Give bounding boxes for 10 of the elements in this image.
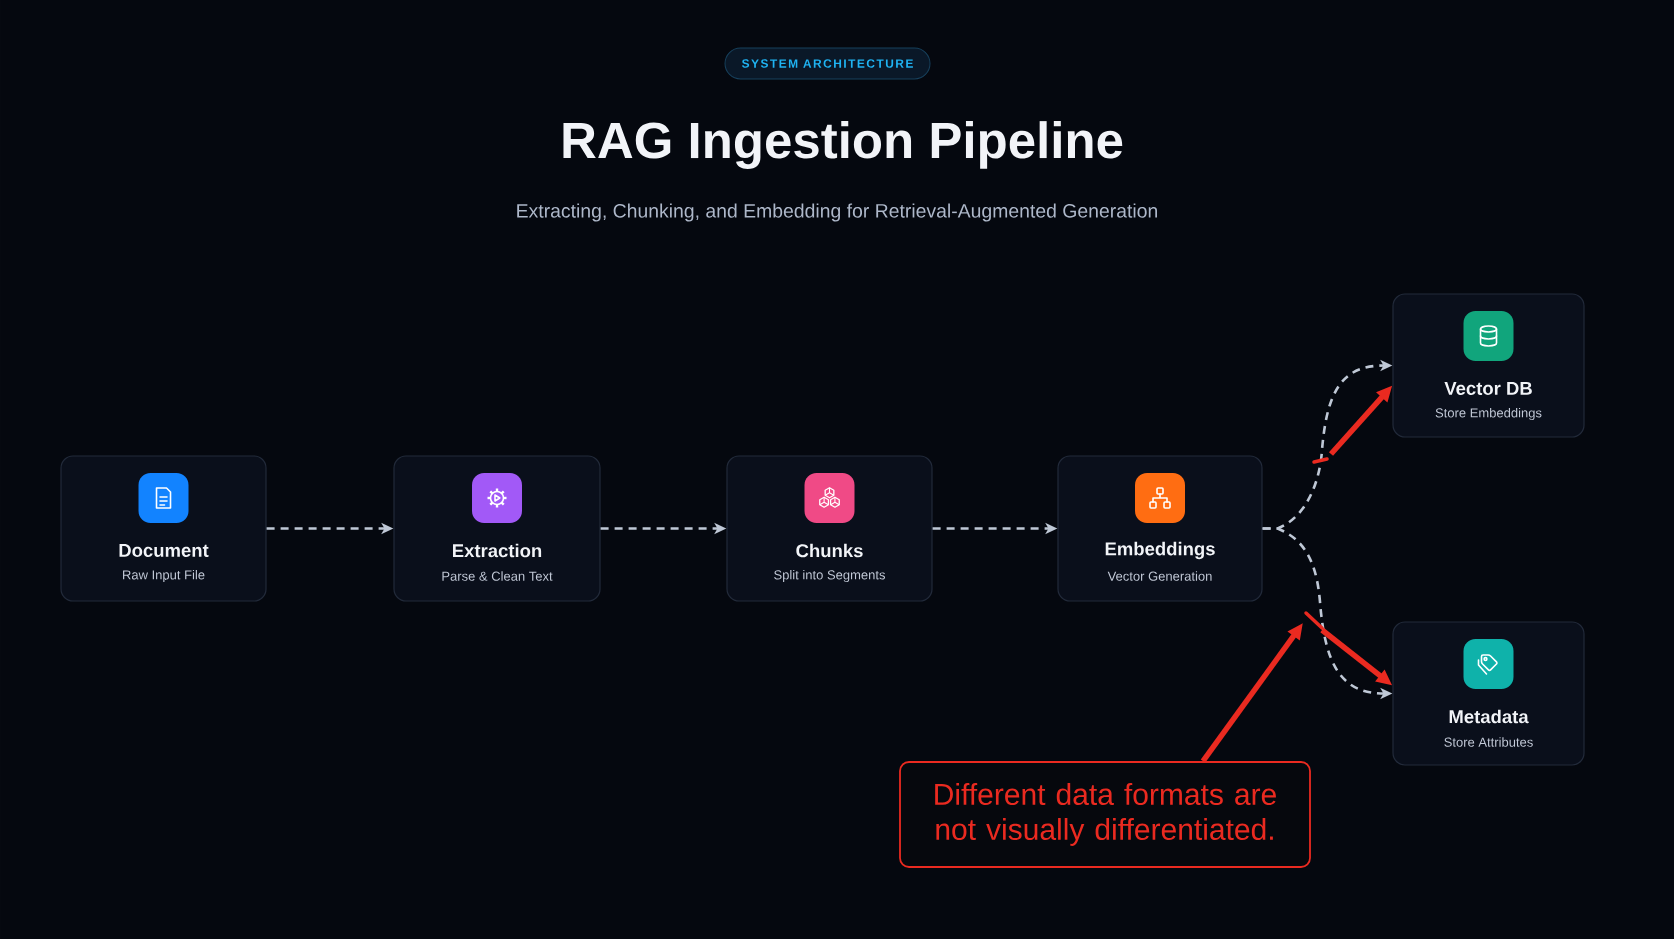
- process-card: Extraction Parse & Clean Text: [393, 455, 601, 602]
- process-card: Embeddings Vector Generation: [1057, 455, 1263, 602]
- callout-box: Different data formats are not visually differentiated.: [899, 761, 1311, 868]
- process-card: Metadata Store Attributes: [1392, 621, 1585, 766]
- subtitle: Extracting, Chunking, and Embedding for Retrieval-Augmented Generation: [517, 203, 1157, 222]
- section-badge: SYSTEM ARCHITECTURE: [724, 47, 931, 80]
- title: RAG Ingestion Pipeline: [563, 121, 1123, 169]
- process-card: Chunks Split into Segments: [726, 455, 933, 602]
- process-card: Document Raw Input File: [60, 455, 267, 602]
- process-card: Vector DB Store Embeddings: [1392, 293, 1585, 438]
